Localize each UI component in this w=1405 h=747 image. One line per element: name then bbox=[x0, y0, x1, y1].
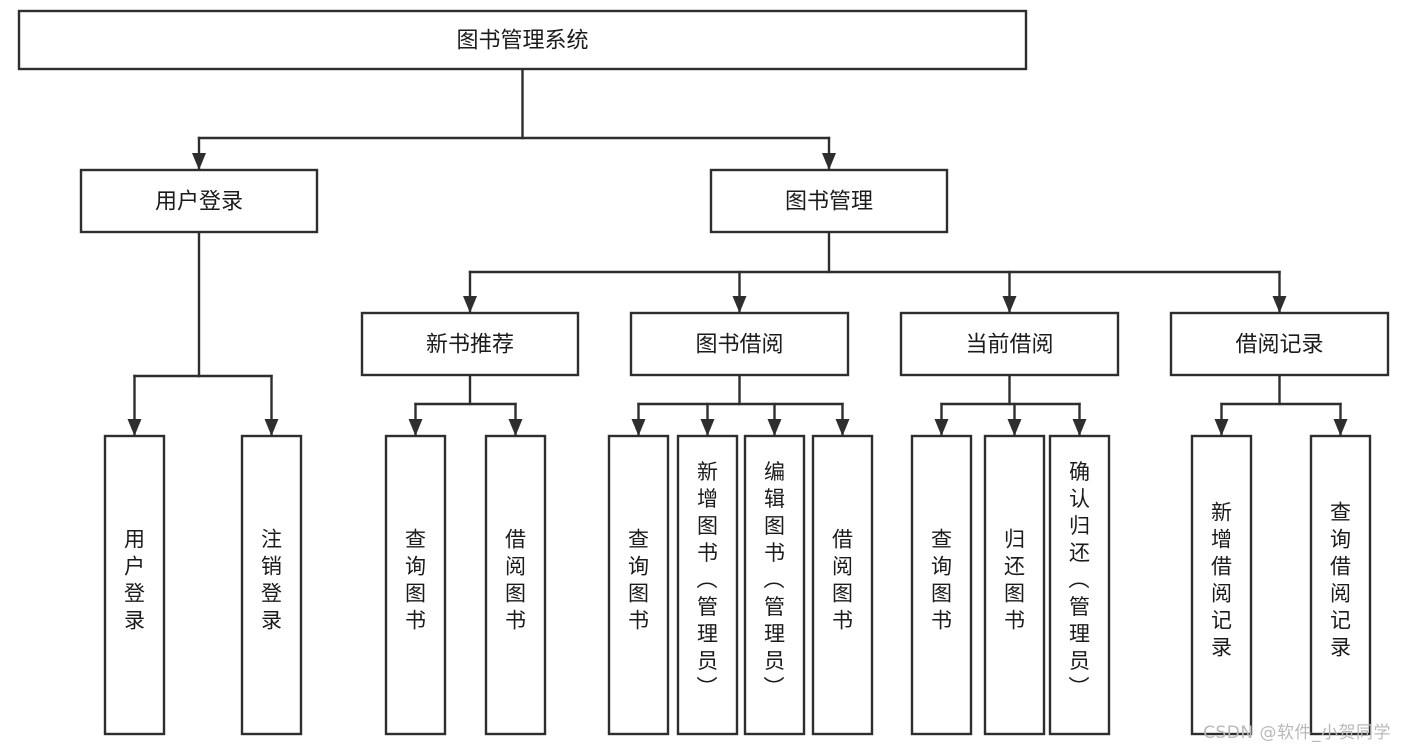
node-新增图书管理员[interactable]: 新增图书（管理员） bbox=[676, 434, 739, 736]
node-新增借阅记录-box[interactable] bbox=[1190, 434, 1253, 736]
node-图书借阅[interactable]: 图书借阅 bbox=[629, 311, 850, 377]
node-注销登录[interactable]: 注销登录 bbox=[240, 434, 303, 736]
node-图书管理-box[interactable] bbox=[709, 168, 949, 234]
node-新书推荐[interactable]: 新书推荐 bbox=[360, 311, 580, 377]
node-借阅图书-box[interactable] bbox=[811, 434, 874, 736]
node-新增借阅记录[interactable]: 新增借阅记录 bbox=[1190, 434, 1253, 736]
node-归还图书-label: 归还图书 bbox=[1004, 528, 1025, 633]
watermark-text: CSDN @软件_小贺同学 bbox=[1203, 723, 1391, 743]
arrow-head-icon bbox=[1072, 419, 1087, 436]
node-查询图书-label: 查询图书 bbox=[931, 528, 952, 633]
arrow-head-icon bbox=[463, 296, 477, 313]
node-查询图书[interactable]: 查询图书 bbox=[607, 434, 670, 736]
node-编辑图书管理员-box[interactable] bbox=[743, 434, 806, 736]
node-借阅记录[interactable]: 借阅记录 bbox=[1169, 311, 1390, 377]
node-用户登录[interactable]: 用户登录 bbox=[79, 168, 319, 234]
arrow-head-icon bbox=[732, 296, 747, 313]
node-用户登录[interactable]: 用户登录 bbox=[103, 434, 166, 736]
arrow-head-icon bbox=[767, 419, 782, 436]
node-归还图书-box[interactable] bbox=[983, 434, 1046, 736]
node-查询借阅记录-label: 查询借阅记录 bbox=[1330, 501, 1351, 660]
node-新增借阅记录-label: 新增借阅记录 bbox=[1211, 501, 1232, 660]
node-当前借阅-label: 当前借阅 bbox=[965, 333, 1053, 358]
arrow-head-icon bbox=[835, 419, 850, 436]
node-用户登录-box[interactable] bbox=[103, 434, 166, 736]
node-借阅记录-box[interactable] bbox=[1169, 311, 1390, 377]
arrow-head-icon bbox=[700, 419, 715, 436]
node-图书管理[interactable]: 图书管理 bbox=[709, 168, 949, 234]
node-确认归还管理员-label: 确认归还（管理员） bbox=[1069, 460, 1091, 700]
node-确认归还管理员-box[interactable] bbox=[1048, 434, 1111, 736]
node-用户登录-box[interactable] bbox=[79, 168, 319, 234]
arrow-head-icon bbox=[508, 419, 523, 436]
node-新增图书管理员-box[interactable] bbox=[676, 434, 739, 736]
arrow-head-icon bbox=[934, 419, 949, 436]
node-注销登录-label: 注销登录 bbox=[261, 528, 282, 633]
node-借阅记录-label: 借阅记录 bbox=[1235, 333, 1323, 358]
node-编辑图书管理员-label: 编辑图书（管理员） bbox=[764, 460, 786, 700]
node-借阅图书[interactable]: 借阅图书 bbox=[811, 434, 874, 736]
node-当前借阅[interactable]: 当前借阅 bbox=[899, 311, 1120, 377]
arrow-head-icon bbox=[408, 419, 423, 436]
node-查询图书[interactable]: 查询图书 bbox=[384, 434, 447, 736]
node-layer: 图书管理系统用户登录图书管理新书推荐图书借阅当前借阅借阅记录用户登录注销登录查询… bbox=[17, 9, 1390, 736]
node-查询借阅记录-box[interactable] bbox=[1309, 434, 1372, 736]
node-新增图书管理员-label: 新增图书（管理员） bbox=[697, 460, 719, 700]
node-图书管理系统-label: 图书管理系统 bbox=[456, 29, 588, 54]
node-查询图书-label: 查询图书 bbox=[405, 528, 426, 633]
arrow-head-icon bbox=[264, 419, 279, 436]
node-查询图书-box[interactable] bbox=[607, 434, 670, 736]
node-图书管理系统[interactable]: 图书管理系统 bbox=[17, 9, 1028, 71]
node-图书管理系统-box[interactable] bbox=[17, 9, 1028, 71]
node-当前借阅-box[interactable] bbox=[899, 311, 1120, 377]
arrow-head-icon bbox=[1333, 419, 1348, 436]
node-借阅图书-box[interactable] bbox=[484, 434, 547, 736]
node-借阅图书[interactable]: 借阅图书 bbox=[484, 434, 547, 736]
connector-layer bbox=[127, 67, 1348, 437]
node-编辑图书管理员[interactable]: 编辑图书（管理员） bbox=[743, 434, 806, 736]
arrow-head-icon bbox=[1214, 419, 1229, 436]
node-借阅图书-label: 借阅图书 bbox=[832, 528, 853, 633]
arrow-head-icon bbox=[631, 419, 646, 436]
arrow-head-icon bbox=[127, 419, 142, 436]
arrow-head-icon bbox=[1272, 296, 1287, 313]
node-新书推荐-label: 新书推荐 bbox=[426, 333, 514, 358]
node-查询借阅记录[interactable]: 查询借阅记录 bbox=[1309, 434, 1372, 736]
node-图书借阅-label: 图书借阅 bbox=[695, 333, 783, 358]
node-查询图书-box[interactable] bbox=[384, 434, 447, 736]
arrow-head-icon bbox=[192, 153, 206, 170]
arrow-head-icon bbox=[1007, 419, 1022, 436]
node-注销登录-box[interactable] bbox=[240, 434, 303, 736]
node-用户登录-label: 用户登录 bbox=[155, 190, 243, 215]
node-借阅图书-label: 借阅图书 bbox=[505, 528, 526, 633]
node-新书推荐-box[interactable] bbox=[360, 311, 580, 377]
node-查询图书-label: 查询图书 bbox=[628, 528, 649, 633]
node-查询图书-box[interactable] bbox=[910, 434, 973, 736]
node-用户登录-label: 用户登录 bbox=[124, 528, 145, 633]
node-确认归还管理员[interactable]: 确认归还（管理员） bbox=[1048, 434, 1111, 736]
node-查询图书[interactable]: 查询图书 bbox=[910, 434, 973, 736]
arrow-head-icon bbox=[1002, 296, 1017, 313]
node-归还图书[interactable]: 归还图书 bbox=[983, 434, 1046, 736]
node-图书管理-label: 图书管理 bbox=[785, 190, 873, 215]
node-图书借阅-box[interactable] bbox=[629, 311, 850, 377]
arrow-head-icon bbox=[822, 153, 836, 170]
